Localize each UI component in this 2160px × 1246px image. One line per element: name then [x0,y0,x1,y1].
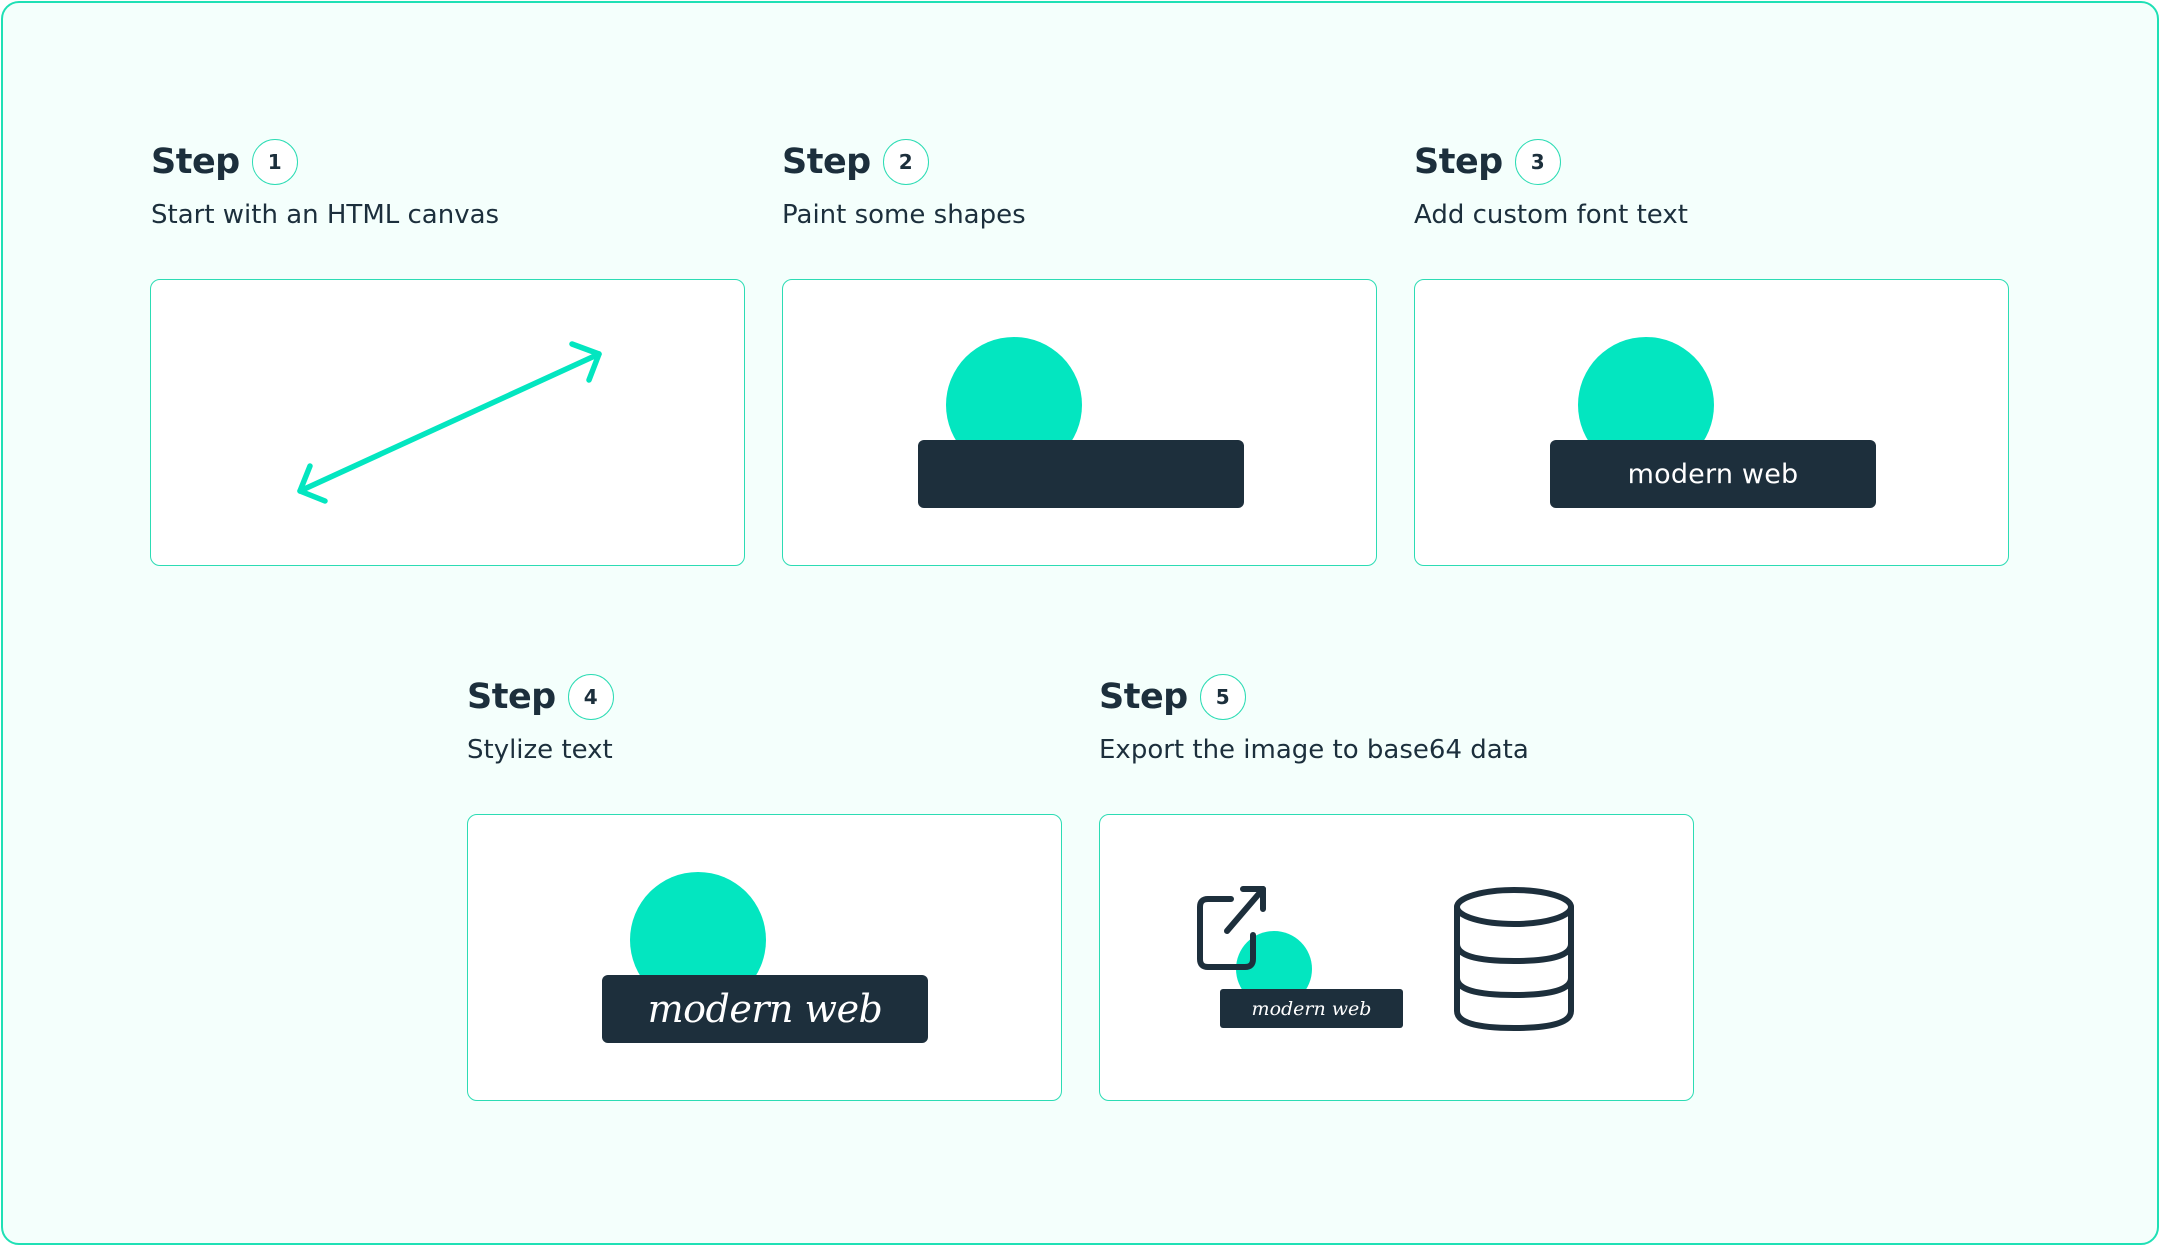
dark-bar: modern web [602,975,928,1043]
step-label: Step [1099,677,1188,717]
step-description: Export the image to base64 data [1099,735,1529,765]
step-number-badge: 3 [1514,139,1561,185]
step-description: Paint some shapes [782,200,1026,230]
step-5-export-card: modern web [1099,814,1694,1101]
step-5-icons [1197,886,1574,1032]
step-number-badge: 5 [1199,674,1246,720]
step-3-text-card: modern web [1414,279,2009,566]
step-1-canvas-card [150,279,745,566]
step-number-badge: 2 [882,139,929,185]
step-description: Stylize text [467,735,613,765]
step-header: Step 4 [467,671,614,723]
step-label: Step [151,142,240,182]
step-label: Step [467,677,556,717]
step-header: Step 5 [1099,671,1246,723]
step-description: Start with an HTML canvas [151,200,500,230]
step-description: Add custom font text [1414,200,1688,230]
step-label: Step [782,142,871,182]
database-icon [1454,887,1574,1032]
external-link-icon [1197,886,1266,970]
dark-bar [918,440,1244,508]
step-header: Step 1 [151,136,298,188]
step-number-badge: 4 [567,674,614,720]
step-number-badge: 1 [251,139,298,185]
bar-script-text: modern web [647,987,883,1031]
dark-bar-small: modern web [1220,989,1403,1028]
double-arrow-icon [297,341,602,504]
step-header: Step 3 [1414,136,1561,188]
step-4-stylized-card: modern web [467,814,1062,1101]
bar-text: modern web [1627,458,1799,490]
bar-script-text: modern web [1251,997,1372,1020]
step-label: Step [1414,142,1503,182]
step-2-shapes-card [782,279,1377,566]
dark-bar: modern web [1550,440,1876,508]
step-header: Step 2 [782,136,929,188]
